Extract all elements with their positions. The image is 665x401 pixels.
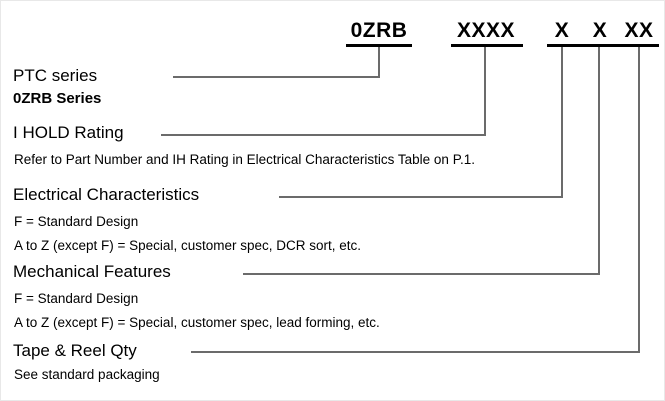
leader-vertical-electrical (561, 47, 563, 198)
entry-subtitle-tape-reel-qty: See standard packaging (14, 367, 160, 382)
entry-subtitle-ptc-series: 0ZRB Series (13, 90, 102, 107)
entry-heading-electrical-characteristics: Electrical Characteristics (13, 185, 200, 204)
entry-line1-mechanical-features: F = Standard Design (14, 291, 139, 306)
entry-heading-ihold-rating: I HOLD Rating (13, 123, 124, 142)
code-segment-electrical: X (554, 19, 570, 42)
code-rule-ihold (451, 44, 523, 47)
code-segment-series: 0ZRB (350, 19, 408, 42)
code-segment-tape-reel: XX (624, 19, 654, 42)
leader-horizontal-mechanical (243, 273, 600, 275)
leader-vertical-series (378, 47, 380, 78)
leader-horizontal-series (173, 76, 380, 78)
leader-horizontal-electrical (279, 196, 563, 198)
code-segment-ihold: XXXX (456, 19, 516, 42)
leader-horizontal-tape-reel (191, 351, 640, 353)
leader-vertical-tape-reel (638, 47, 640, 353)
entry-heading-ptc-series: PTC series (13, 66, 98, 85)
entry-line2-mechanical-features: A to Z (except F) = Special, customer sp… (14, 315, 380, 330)
code-segment-mechanical: X (592, 19, 608, 42)
leader-vertical-ihold (484, 47, 486, 136)
leader-horizontal-ihold (161, 134, 486, 136)
leader-vertical-mechanical (598, 47, 600, 275)
code-rule-options (547, 44, 659, 47)
code-rule-series (346, 44, 412, 47)
entry-heading-mechanical-features: Mechanical Features (13, 262, 171, 281)
entry-detail-ihold-rating: Refer to Part Number and IH Rating in El… (14, 152, 475, 167)
entry-line2-electrical-characteristics: A to Z (except F) = Special, customer sp… (14, 238, 361, 253)
entry-line1-electrical-characteristics: F = Standard Design (14, 214, 139, 229)
entry-heading-tape-reel-qty: Tape & Reel Qty (13, 341, 137, 360)
